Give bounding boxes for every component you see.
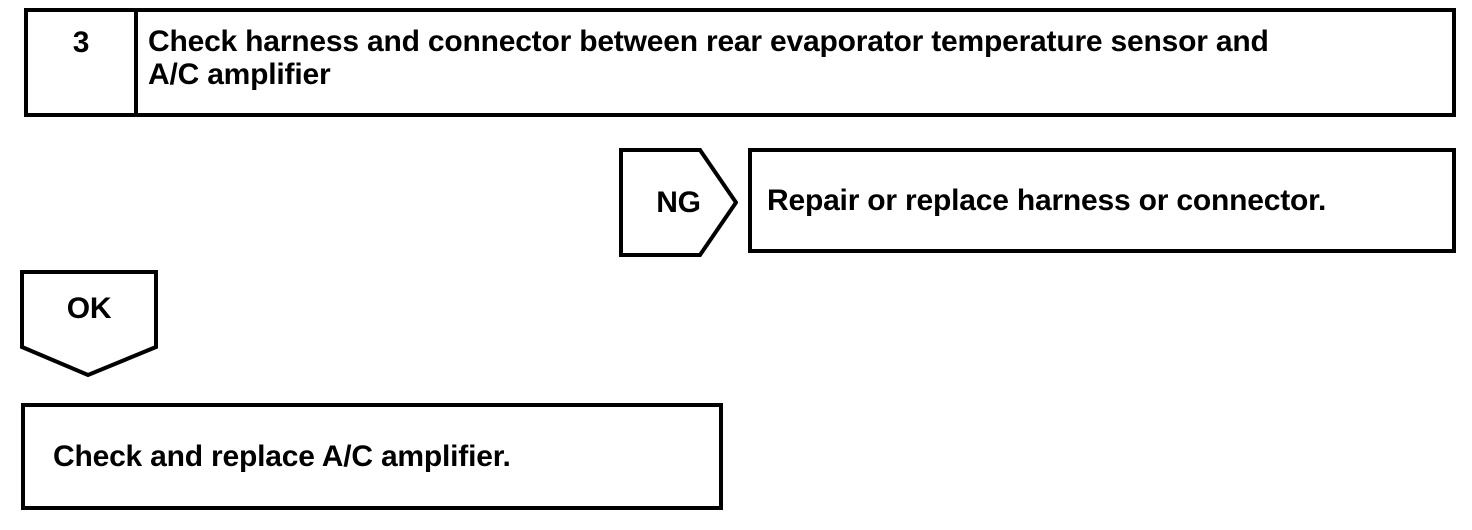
step-title: Check harness and connector between rear… [138,12,1452,113]
ok-label: OK [66,292,112,325]
ng-pentagon-icon [619,148,738,257]
step-title-line-1: Check harness and connector between rear… [148,25,1269,58]
ok-connector: OK [20,270,158,377]
step-number: 3 [28,12,138,113]
ng-connector: NG [619,148,738,257]
ok-pentagon-icon [20,270,158,377]
ok-pentagon-shape [20,270,158,377]
ok-action-text: Check and replace A/C amplifier. [53,439,511,473]
ng-action-text: Repair or replace harness or connector. [767,183,1327,217]
step-header: 3 Check harness and connector between re… [24,8,1456,117]
ng-label: NG [656,186,701,219]
ng-pentagon-shape [619,148,738,257]
ok-action-box: Check and replace A/C amplifier. [21,403,723,510]
ng-action-box: Repair or replace harness or connector. [748,148,1456,253]
step-title-line-2: A/C amplifier [148,58,331,91]
